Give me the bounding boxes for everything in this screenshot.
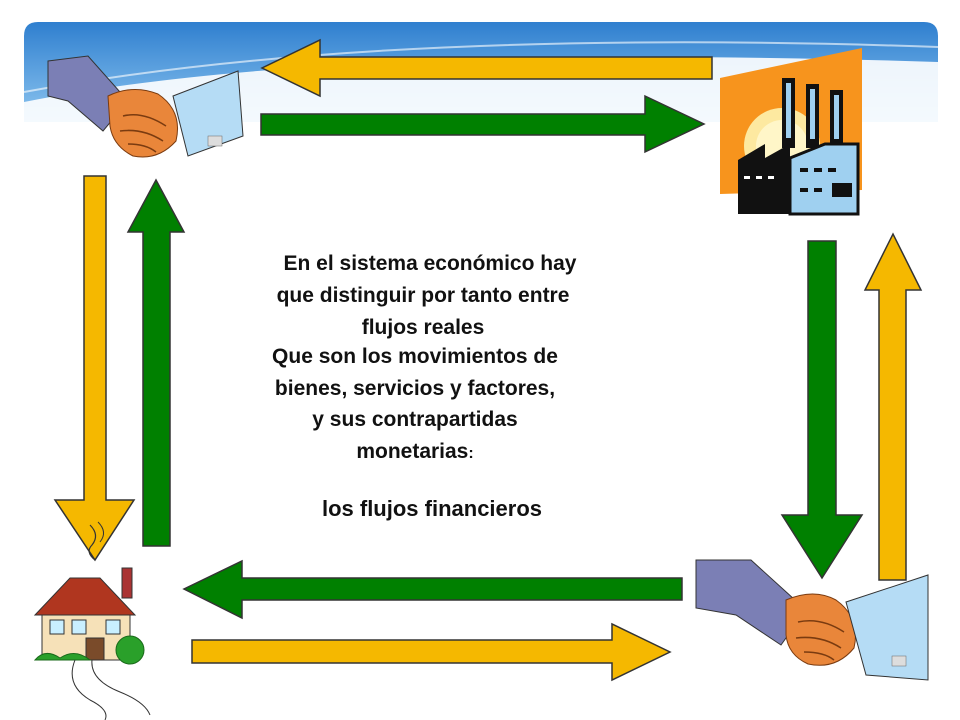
arrow-yellow-right-up xyxy=(863,232,923,581)
text-line-3: flujos reales xyxy=(361,316,485,339)
house-icon xyxy=(33,521,151,720)
text-line-2: que distinguir por tanto entre xyxy=(276,284,570,307)
arrow-green-bottom-left xyxy=(182,559,683,620)
text-line-7: monetarias: xyxy=(215,437,615,468)
text-line-5: bienes, servicios y factores, xyxy=(274,377,556,400)
text-line-7-main: monetarias xyxy=(356,440,469,463)
handshake-icon xyxy=(47,55,244,158)
factory-icon xyxy=(720,48,862,216)
text-line-8: los flujos financieros xyxy=(321,496,543,521)
arrow-yellow-bottom-right xyxy=(191,622,672,682)
handshake-icon xyxy=(695,559,929,681)
arrow-green-top-right xyxy=(260,94,706,154)
text-line-4: Que son los movimientos de xyxy=(272,345,558,368)
text-line-6: y sus contrapartidas xyxy=(312,408,518,431)
text-line-1: En el sistema económico hay xyxy=(283,252,577,275)
text-line-7-suffix: : xyxy=(468,445,474,462)
arrow-yellow-top-left xyxy=(260,38,713,98)
arrow-green-left-up xyxy=(126,178,186,547)
arrow-yellow-left-down xyxy=(53,175,136,562)
arrow-green-right-down xyxy=(780,240,864,580)
